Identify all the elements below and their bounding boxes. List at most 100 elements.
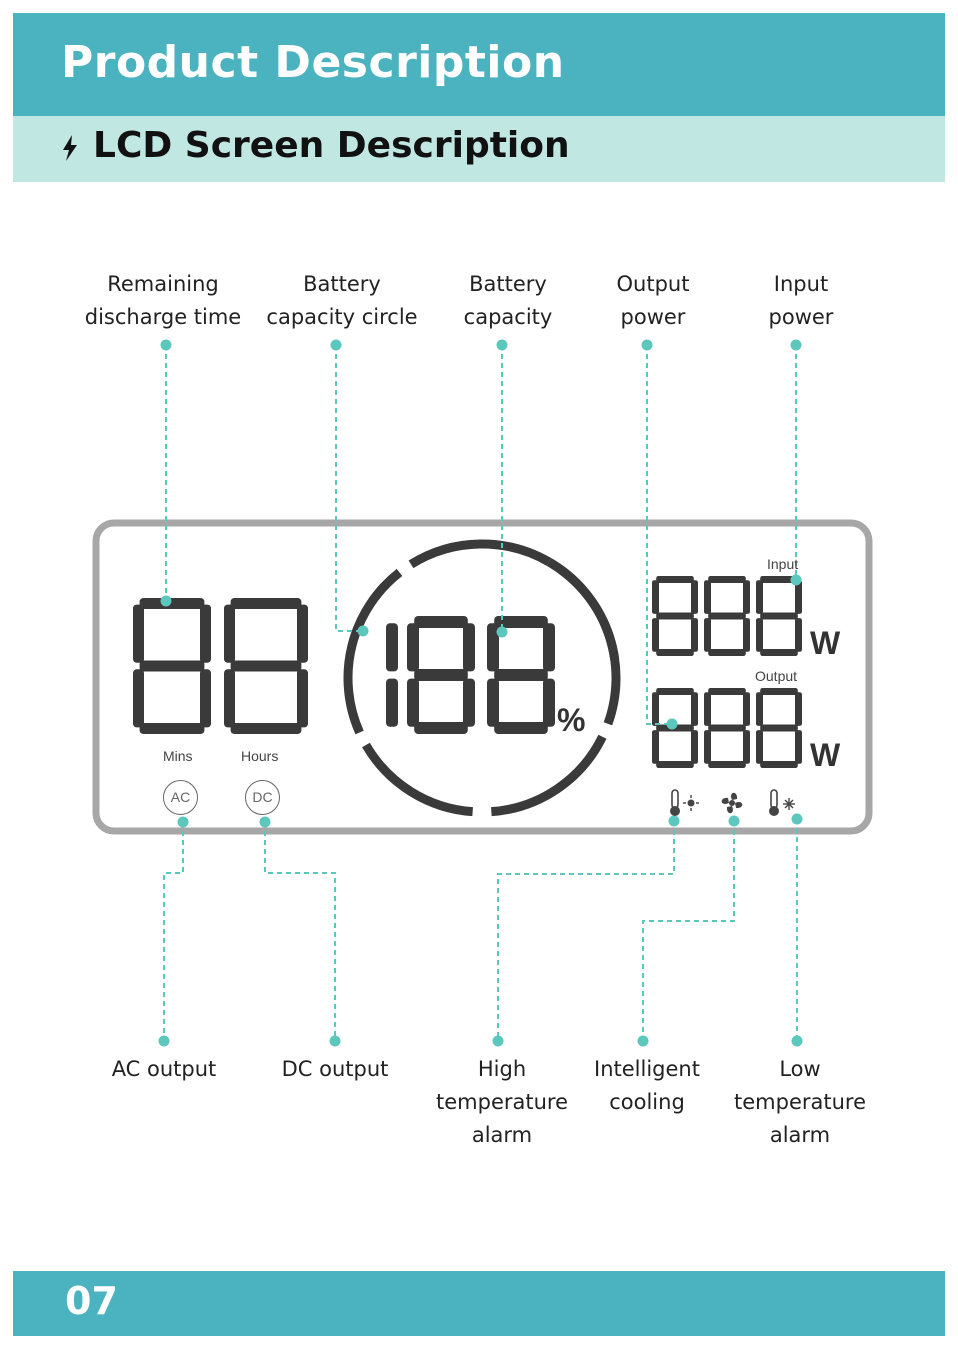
input-digit-2-seg-a <box>708 576 746 583</box>
output-digit-3 <box>756 688 802 768</box>
callout-line-high-temp <box>498 821 674 1041</box>
output-digit-3-seg-f <box>756 692 763 726</box>
output-digit-2-seg-f <box>704 692 711 726</box>
battery-digit-2-seg-c <box>463 679 475 727</box>
capacity-ring-arc-6 <box>561 570 615 660</box>
capacity-ring-arc-3 <box>366 745 473 812</box>
callout-dot-10 <box>791 575 802 586</box>
output-digit-2 <box>704 688 750 768</box>
output-digit-1-seg-f <box>652 692 659 726</box>
percent-unit: % <box>557 702 585 739</box>
time-digit-1-seg-e <box>133 669 144 727</box>
callout-line-capacity-circle <box>336 345 363 631</box>
callout-dot-19 <box>638 1036 649 1047</box>
output-digit-3-seg-c <box>795 730 802 764</box>
output-digit-2-seg-g <box>708 725 746 732</box>
battery-digit-1-seg-b <box>386 623 398 671</box>
input-label: Input <box>767 556 798 572</box>
callout-dot-18 <box>493 1036 504 1047</box>
output-digit-2-seg-d <box>708 761 746 768</box>
lcd-segments <box>133 576 802 768</box>
battery-digit-2-seg-a <box>414 616 468 628</box>
input-digit-1-seg-b <box>691 580 698 614</box>
output-watt-unit: W <box>810 737 840 774</box>
output-label: Output <box>755 668 797 684</box>
footer-bar: 07 <box>13 1271 945 1336</box>
callout-dot-16 <box>159 1036 170 1047</box>
time-digit-1-seg-d <box>140 723 205 734</box>
time-digit-1-seg-a <box>140 598 205 609</box>
battery-digit-2-seg-d <box>414 722 468 734</box>
input-digit-1-seg-a <box>656 576 694 583</box>
callout-dot-20 <box>792 1036 803 1047</box>
time-digit-1 <box>133 598 211 734</box>
battery-capacity-ring <box>348 544 616 812</box>
output-digit-3-seg-d <box>760 761 798 768</box>
output-digit-3-seg-a <box>760 688 798 695</box>
callout-dot-8 <box>497 627 508 638</box>
time-digit-2-seg-c <box>297 669 308 727</box>
callout-dot-15 <box>792 814 803 825</box>
input-digit-2-seg-g <box>708 613 746 620</box>
battery-digit-1 <box>386 623 398 727</box>
battery-digit-3-seg-d <box>494 722 548 734</box>
input-digit-2-seg-b <box>743 580 750 614</box>
battery-digit-2 <box>407 616 475 734</box>
callout-dot-11 <box>178 817 189 828</box>
hours-label: Hours <box>241 748 278 764</box>
callout-dot-7 <box>358 626 369 637</box>
time-digit-1-seg-b <box>200 605 211 663</box>
battery-digit-3-seg-b <box>543 623 555 671</box>
battery-digit-1-seg-c <box>386 679 398 727</box>
output-digit-3-seg-g <box>760 725 798 732</box>
time-digit-1-seg-g <box>140 661 205 672</box>
ac-badge: AC <box>163 780 198 815</box>
time-digit-2-seg-d <box>231 723 302 734</box>
time-digit-2-seg-f <box>224 605 235 663</box>
input-digit-3-seg-c <box>795 618 802 652</box>
output-digit-1-seg-a <box>656 688 694 695</box>
input-digit-2-seg-f <box>704 580 711 614</box>
input-digit-1-seg-c <box>691 618 698 652</box>
capacity-ring-arc-5 <box>411 544 549 564</box>
capacity-ring-arc-2 <box>491 737 602 812</box>
input-digit-3-seg-e <box>756 618 763 652</box>
battery-digit-2-seg-g <box>414 669 468 681</box>
output-digit-2-seg-a <box>708 688 746 695</box>
output-digit-1-seg-e <box>652 730 659 764</box>
callout-line-cooling <box>643 821 734 1041</box>
callout-dot-3 <box>497 340 508 351</box>
time-digit-1-seg-f <box>133 605 144 663</box>
callout-dot-1 <box>161 340 172 351</box>
lcd-frame <box>96 523 869 831</box>
battery-digit-2-seg-f <box>407 623 419 671</box>
input-digit-3-seg-d <box>760 649 798 656</box>
battery-digit-3-seg-e <box>487 679 499 727</box>
time-digit-1-seg-c <box>200 669 211 727</box>
output-digit-3-seg-b <box>795 692 802 726</box>
output-digit-2-seg-b <box>743 692 750 726</box>
callout-line-dc-output <box>265 822 335 1041</box>
battery-digit-3-seg-c <box>543 679 555 727</box>
input-digit-3-seg-g <box>760 613 798 620</box>
page-number: 07 <box>65 1279 118 1323</box>
input-digit-2 <box>704 576 750 656</box>
input-digit-1-seg-e <box>652 618 659 652</box>
battery-digit-3-seg-g <box>494 669 548 681</box>
input-digit-2-seg-c <box>743 618 750 652</box>
callout-dot-12 <box>260 817 271 828</box>
callout-dot-5 <box>791 340 802 351</box>
input-digit-1 <box>652 576 698 656</box>
output-digit-1-seg-d <box>656 761 694 768</box>
callout-line-ac-output <box>164 822 183 1041</box>
input-digit-3-seg-f <box>756 580 763 614</box>
output-digit-3-seg-e <box>756 730 763 764</box>
dc-badge: DC <box>245 780 280 815</box>
time-digit-2 <box>224 598 308 734</box>
input-digit-3 <box>756 576 802 656</box>
battery-digit-2-seg-e <box>407 679 419 727</box>
callout-line-output-power <box>647 345 672 724</box>
time-digit-2-seg-a <box>231 598 302 609</box>
callout-lines <box>164 345 797 1041</box>
